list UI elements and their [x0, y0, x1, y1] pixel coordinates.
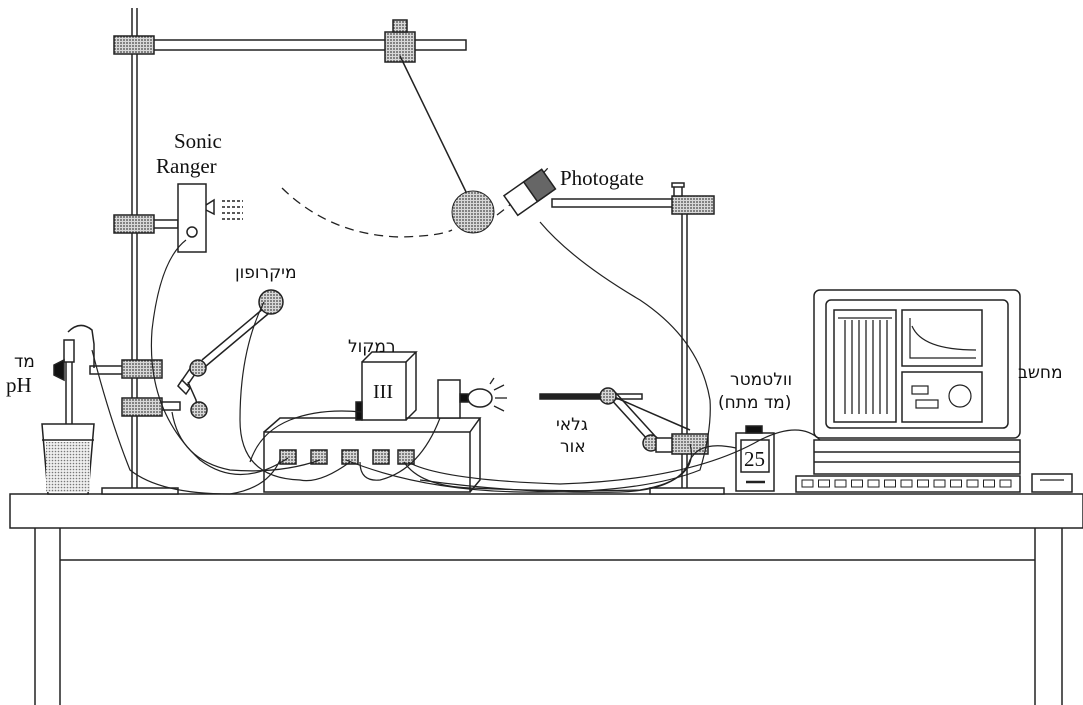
sonic-ranger	[178, 184, 243, 252]
pendulum	[282, 56, 548, 237]
microphone-arm	[178, 290, 283, 418]
computer-base	[814, 440, 1020, 474]
keyboard-key	[835, 480, 846, 487]
light-detector-label-line2: אור	[560, 437, 586, 457]
computer	[796, 290, 1072, 492]
interface-box	[264, 418, 480, 492]
microphone-head	[259, 290, 283, 314]
lab-table	[10, 494, 1083, 705]
top-clamp-left	[114, 36, 154, 54]
screen-window-controls	[902, 372, 982, 422]
port-5	[398, 450, 414, 464]
keyboard-key	[819, 480, 830, 487]
keyboard-key	[901, 480, 912, 487]
voltmeter-display: 25	[744, 447, 765, 471]
left-ring-stand	[90, 8, 466, 494]
sonic-ranger-label-line2: Ranger	[156, 154, 217, 178]
keyboard-key	[967, 480, 978, 487]
mouse	[1032, 474, 1072, 492]
voltmeter-label-line1: וולטמטר	[730, 370, 792, 390]
sonic-ranger-label-line1: Sonic	[174, 129, 222, 153]
keyboard-key	[934, 480, 945, 487]
keyboard-key	[852, 480, 863, 487]
keyboard-key	[885, 480, 896, 487]
mic-clamp	[122, 398, 162, 416]
photogate-label: Photogate	[560, 166, 644, 190]
ph-clamp	[122, 360, 162, 378]
keyboard-key	[1000, 480, 1011, 487]
keyboard-key	[802, 480, 813, 487]
ph-meter	[42, 325, 94, 494]
speaker-label: רמקול	[348, 337, 396, 357]
ph-meter-label-line1: מד	[14, 352, 35, 372]
computer-label: מחשב	[1018, 363, 1063, 383]
keyboard-key	[984, 480, 995, 487]
light-detector-label-line1: גלאי	[556, 415, 588, 435]
microphone-label: מיקרופון	[235, 263, 297, 283]
keyboard-key	[868, 480, 879, 487]
pendulum-bob	[452, 191, 494, 233]
ph-meter-label-line2: pH	[6, 373, 32, 397]
keyboard-key	[951, 480, 962, 487]
voltmeter-label-line2: (מד מתח)	[718, 393, 791, 413]
keyboard-key	[918, 480, 929, 487]
lamp	[438, 378, 507, 418]
speaker-display: III	[373, 381, 393, 403]
port-4	[373, 450, 389, 464]
photogate-clamp	[672, 196, 714, 214]
sonic-ranger-clamp	[114, 215, 154, 233]
